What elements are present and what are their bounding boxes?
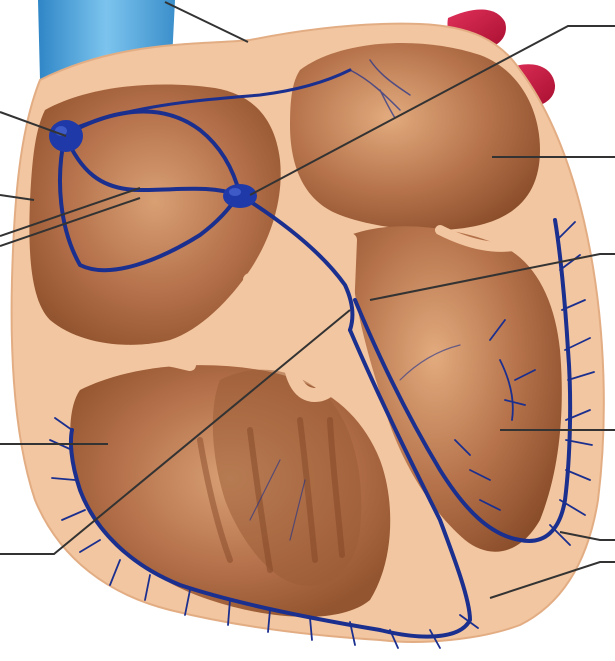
left-atrium [290,43,540,230]
atrioventricular-node [223,184,257,208]
atrioventricular-node-highlight [229,188,241,196]
leader-line-top-left-upper [165,2,248,42]
